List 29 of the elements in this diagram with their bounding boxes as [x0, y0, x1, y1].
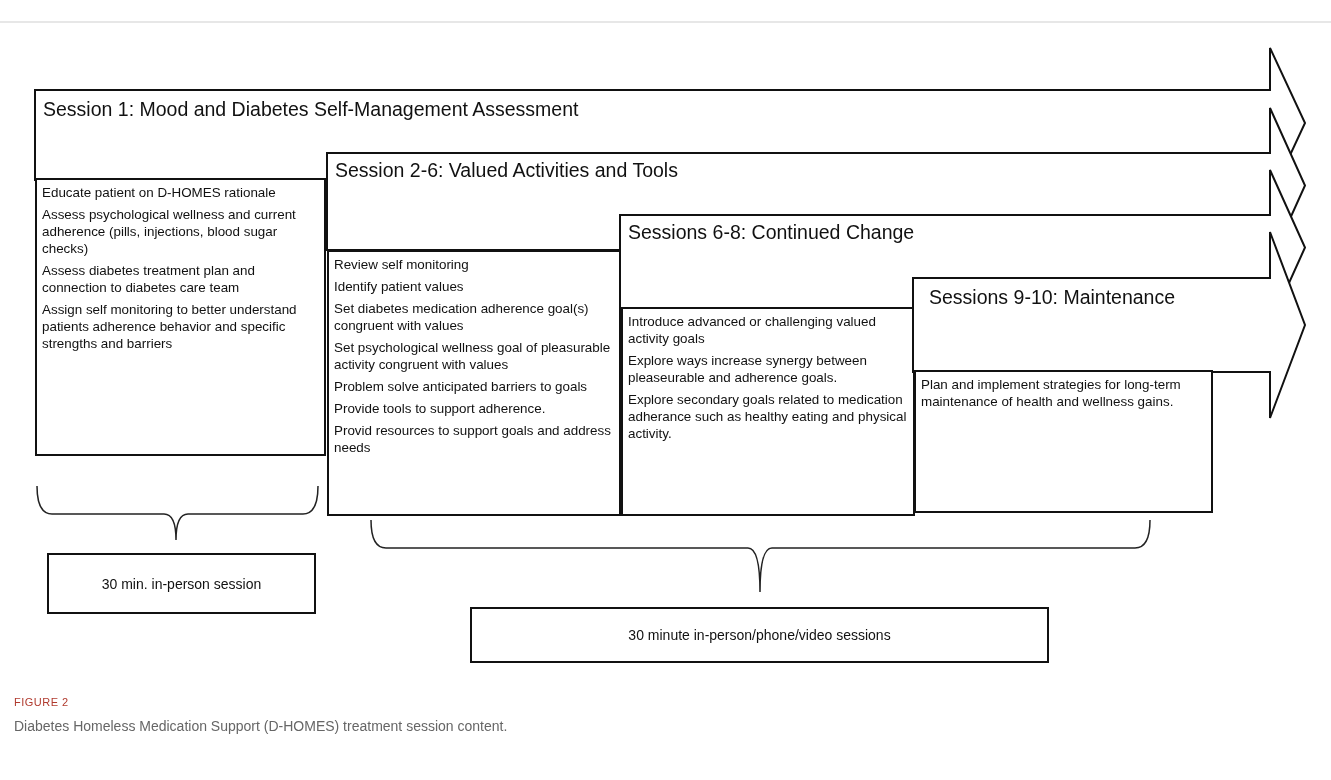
- activity-text: Assign self monitoring to better understand patients adherence behavior and specific strengths and barriers: [42, 301, 298, 352]
- activity-text: Review self monitoring: [334, 256, 470, 273]
- activity-text: Set psychological wellness goal of pleasurable activity congruent with values: [334, 339, 612, 373]
- activity-text: Explore secondary goals related to medication adherance such as healthy eating and physical activity.: [628, 391, 908, 442]
- duration-box: [47, 553, 316, 614]
- duration-box: [470, 607, 1049, 663]
- activity-text: Problem solve anticipated barriers to goals: [334, 378, 589, 395]
- content-box: [914, 370, 1213, 513]
- session-title: Sessions 6-8: Continued Change: [628, 221, 915, 244]
- session-title: Sessions 9-10: Maintenance: [929, 286, 1176, 309]
- activity-text: Plan and implement strategies for long-term maintenance of health and wellness gains.: [921, 376, 1182, 410]
- activity-text: Provide tools to support adherence.: [334, 400, 547, 417]
- activity-text: Assess diabetes treatment plan and connection to diabetes care team: [42, 262, 256, 296]
- session-title: Session 2-6: Valued Activities and Tools: [335, 159, 678, 182]
- figure-label: FIGURE 2: [14, 696, 69, 708]
- activity-text: Explore ways increase synergy between pleaseurable and adherence goals.: [628, 352, 868, 386]
- content-box: [621, 307, 915, 516]
- duration-text: 30 minute in-person/phone/video sessions: [628, 627, 891, 643]
- session-title: Session 1: Mood and Diabetes Self-Management Assessment: [43, 98, 579, 121]
- activity-text: Identify patient values: [334, 278, 465, 295]
- activity-text: Provid resources to support goals and address needs: [334, 422, 612, 456]
- activity-text: Educate patient on D-HOMES rationale: [42, 184, 277, 201]
- duration-text: 30 min. in-person session: [101, 575, 262, 592]
- activity-text: Assess psychological wellness and current adherence (pills, injections, blood sugar checks): [42, 206, 297, 257]
- activity-text: Set diabetes medication adherence goal(s) congruent with values: [334, 300, 590, 334]
- content-box: [35, 178, 326, 456]
- content-box: [327, 250, 621, 516]
- activity-text: Introduce advanced or challenging valued activity goals: [628, 313, 877, 347]
- caption: Diabetes Homeless Medication Support (D-HOMES) treatment session content.: [14, 718, 508, 734]
